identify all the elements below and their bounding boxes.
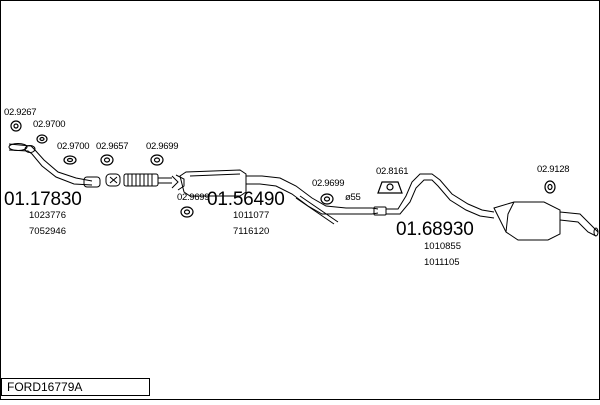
part-label: 02.9700 — [57, 141, 90, 152]
rear-ref-1: 1010855 — [424, 241, 461, 252]
pipe-diameter-label: ø55 — [345, 192, 361, 203]
rear-silencer — [386, 173, 599, 241]
part-label: 02.9657 — [96, 141, 129, 152]
part-label: 02.9699 — [177, 192, 210, 203]
rear-section-code: 01.68930 — [396, 219, 474, 240]
middle-ref-1: 1011077 — [233, 210, 270, 221]
part-label: 02.8161 — [376, 166, 409, 177]
middle-silencer — [179, 169, 387, 225]
part-label: 02.9267 — [4, 107, 37, 118]
front-ref-1: 1023776 — [29, 210, 66, 221]
footer-title-box: FORD16779A — [1, 378, 150, 396]
middle-ref-2: 7116120 — [233, 226, 270, 237]
rear-ref-2: 1011105 — [424, 257, 460, 268]
part-label: 02.9699 — [312, 178, 345, 189]
clamp-parts — [10, 120, 556, 218]
middle-section-code: 01.56490 — [207, 189, 285, 210]
part-label: 02.9128 — [537, 164, 570, 175]
front-ref-2: 7052946 — [29, 226, 66, 237]
part-label: 02.9700 — [33, 119, 66, 130]
footer-title: FORD16779A — [7, 380, 83, 394]
front-section-code: 01.17830 — [4, 189, 82, 210]
part-label: 02.9699 — [146, 141, 179, 152]
